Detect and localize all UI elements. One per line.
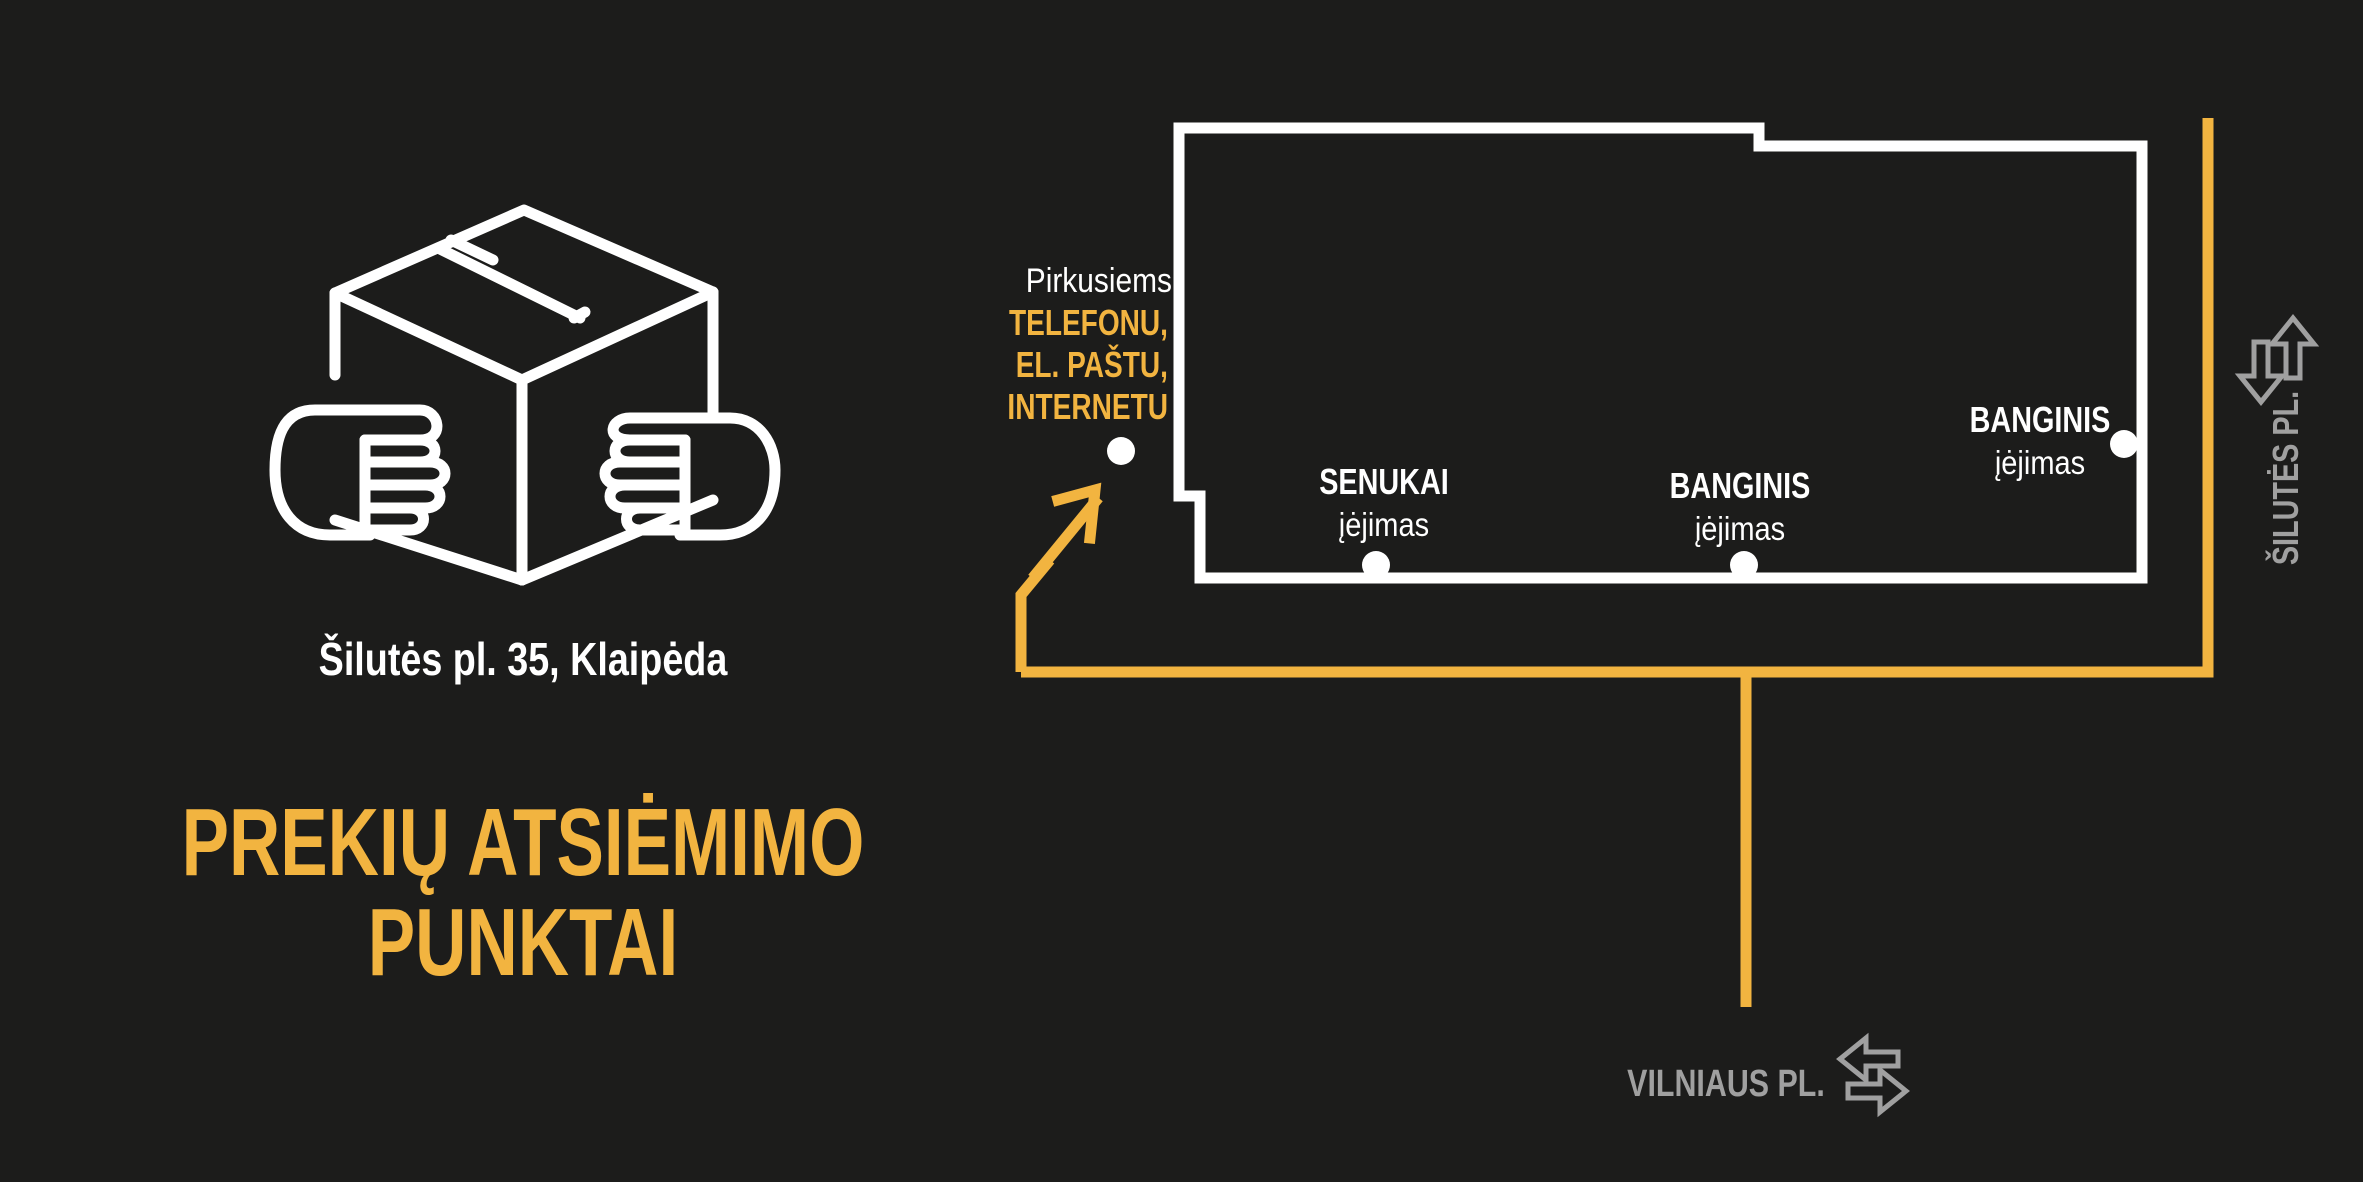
box-in-hands-icon xyxy=(269,204,781,586)
pickup-label-line-2: EL. PAŠTU, xyxy=(1016,345,1168,385)
title-line-1: PREKIŲ ATSIĖMIMO xyxy=(182,789,865,896)
entrance-sublabel: įėjimas xyxy=(1995,444,2085,481)
two-way-arrows-vertical-icon xyxy=(2234,314,2320,406)
pickup-point-dot xyxy=(1107,437,1135,465)
entrance-sublabel: įėjimas xyxy=(1695,510,1785,547)
entrance-dot-banginis-2 xyxy=(2110,430,2138,458)
pickup-label: Pirkusiems TELEFONU, EL. PAŠTU, INTERNET… xyxy=(1007,261,1172,427)
pickup-label-line-1: TELEFONU, xyxy=(1009,303,1168,343)
street-label-silutes: ŠILUTĖS PL. xyxy=(2264,391,2306,565)
entrance-dot-senukai xyxy=(1362,551,1390,579)
entrance-name: BANGINIS xyxy=(1970,399,2111,440)
arrow-up-right-icon xyxy=(1028,482,1103,582)
entrance-name: BANGINIS xyxy=(1670,465,1811,506)
street-label-vilniaus: VILNIAUS PL. xyxy=(1627,1063,1825,1105)
entrance-label-banginis-2: BANGINIS įėjimas xyxy=(1970,399,2111,482)
two-way-arrows-horizontal-icon xyxy=(1836,1032,1910,1118)
title-line-2: PUNKTAI xyxy=(368,889,678,996)
pickup-label-prefix: Pirkusiems xyxy=(1026,261,1172,299)
entrance-label-senukai: SENUKAI įėjimas xyxy=(1319,461,1449,544)
entrance-sublabel: įėjimas xyxy=(1339,506,1429,543)
address-label: Šilutės pl. 35, Klaipėda xyxy=(319,632,728,684)
pickup-label-line-3: INTERNETU xyxy=(1007,387,1168,427)
entrance-label-banginis-1: BANGINIS įėjimas xyxy=(1670,465,1811,548)
entrance-name: SENUKAI xyxy=(1319,461,1449,502)
building-outline xyxy=(1173,122,2148,584)
entrance-dot-banginis-1 xyxy=(1730,551,1758,579)
